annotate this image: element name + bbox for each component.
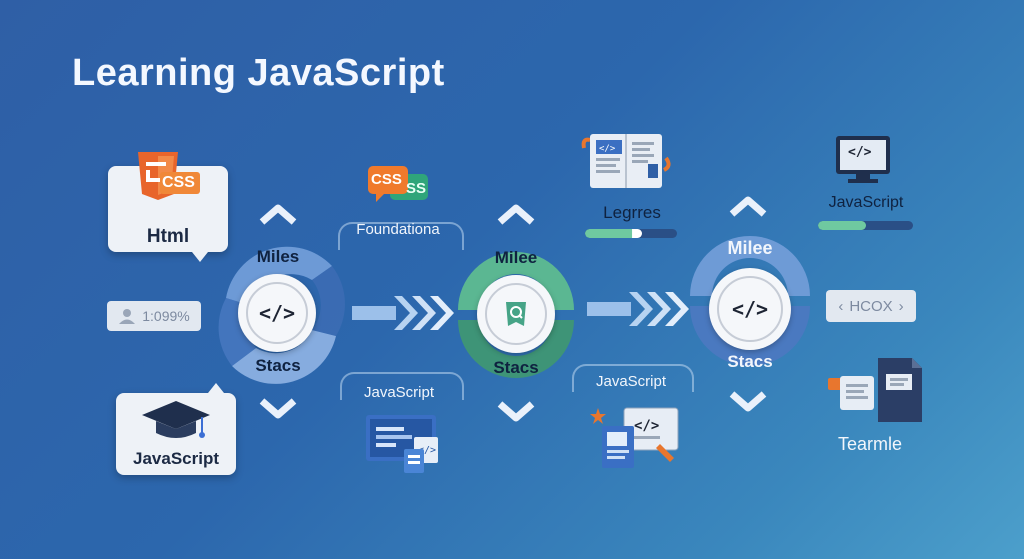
col4-javascript-label: JavaScript bbox=[828, 194, 904, 211]
search-icon bbox=[506, 302, 526, 326]
javascript-card-label: JavaScript bbox=[133, 449, 219, 468]
col2-javascript-label: JavaScript bbox=[363, 384, 435, 401]
open-book-icon: </> bbox=[576, 130, 676, 194]
chevron-up-icon[interactable] bbox=[726, 192, 770, 218]
col3-progress-bar bbox=[585, 229, 677, 238]
stage-1-top-label: Miles bbox=[256, 247, 300, 266]
chevron-down-icon[interactable] bbox=[726, 388, 770, 414]
hcox-label: HCOX bbox=[849, 297, 893, 315]
progress-count-pill: 1:099% bbox=[107, 301, 201, 331]
user-icon bbox=[119, 309, 136, 324]
stage-3-ring bbox=[690, 236, 810, 366]
team-documents-icon bbox=[826, 356, 924, 424]
chevron-right-icon: › bbox=[898, 297, 904, 315]
legrres-label: Legrres bbox=[603, 203, 661, 222]
css-chat-icon: CSS SS bbox=[366, 164, 436, 204]
page-title: Learning JavaScript bbox=[72, 52, 445, 94]
html-card[interactable]: CSS Html bbox=[108, 152, 228, 262]
monitor-code-sign: </> bbox=[848, 145, 872, 160]
col3-javascript-label: JavaScript bbox=[595, 373, 667, 390]
stage-2-center[interactable] bbox=[477, 275, 555, 353]
svg-text:</>: </> bbox=[599, 144, 616, 154]
card-tail bbox=[192, 252, 208, 262]
monitor-code-icon: </> bbox=[834, 134, 894, 184]
chevron-up-icon[interactable] bbox=[494, 200, 538, 226]
count-value: 1:099% bbox=[142, 308, 190, 324]
code-icon: </> bbox=[731, 297, 769, 321]
stage-2-bottom-label: Stacs bbox=[493, 358, 539, 377]
chevron-down-icon[interactable] bbox=[256, 395, 300, 421]
graduation-cap-icon bbox=[140, 397, 212, 443]
code-sign: </> bbox=[634, 418, 659, 434]
card-tail bbox=[208, 383, 224, 393]
css-badge: CSS bbox=[162, 174, 195, 191]
team-label: Tearmle bbox=[837, 434, 903, 454]
code-window-icon: </> bbox=[366, 415, 442, 473]
stage-3-bottom-label: Stacs bbox=[727, 352, 773, 371]
html-card-label: Html bbox=[146, 226, 190, 247]
arrow-right-icon bbox=[352, 296, 454, 330]
foundation-label: Foundationa bbox=[356, 221, 440, 238]
stage-3-center[interactable]: </> bbox=[709, 268, 791, 350]
hcox-pill[interactable]: ‹ HCOX › bbox=[826, 290, 916, 322]
js-bracket-col3 bbox=[572, 364, 694, 392]
js-bracket-col2 bbox=[340, 372, 464, 400]
css-badge: CSS bbox=[371, 171, 402, 188]
stage-2-ring bbox=[458, 252, 574, 378]
stage-2-top-label: Milee bbox=[494, 248, 538, 267]
javascript-card[interactable]: JavaScript bbox=[116, 383, 236, 475]
css-badge-shadow: SS bbox=[406, 180, 427, 197]
chevron-left-icon: ‹ bbox=[838, 297, 844, 315]
stage-1-center[interactable]: </> bbox=[238, 274, 316, 352]
col4-progress-bar bbox=[818, 221, 913, 230]
code-document-icon: </> bbox=[590, 404, 682, 470]
arrow-right-icon bbox=[587, 292, 689, 326]
svg-text:</>: </> bbox=[418, 445, 436, 456]
html5-css-icon: CSS bbox=[134, 150, 204, 210]
stage-1-bottom-label: Stacs bbox=[255, 356, 301, 375]
foundation-bracket bbox=[338, 222, 464, 250]
chevron-up-icon[interactable] bbox=[256, 200, 300, 226]
stage-3-top-label: Milee bbox=[727, 238, 773, 258]
code-icon: </> bbox=[258, 301, 296, 325]
chevron-down-icon[interactable] bbox=[494, 398, 538, 424]
